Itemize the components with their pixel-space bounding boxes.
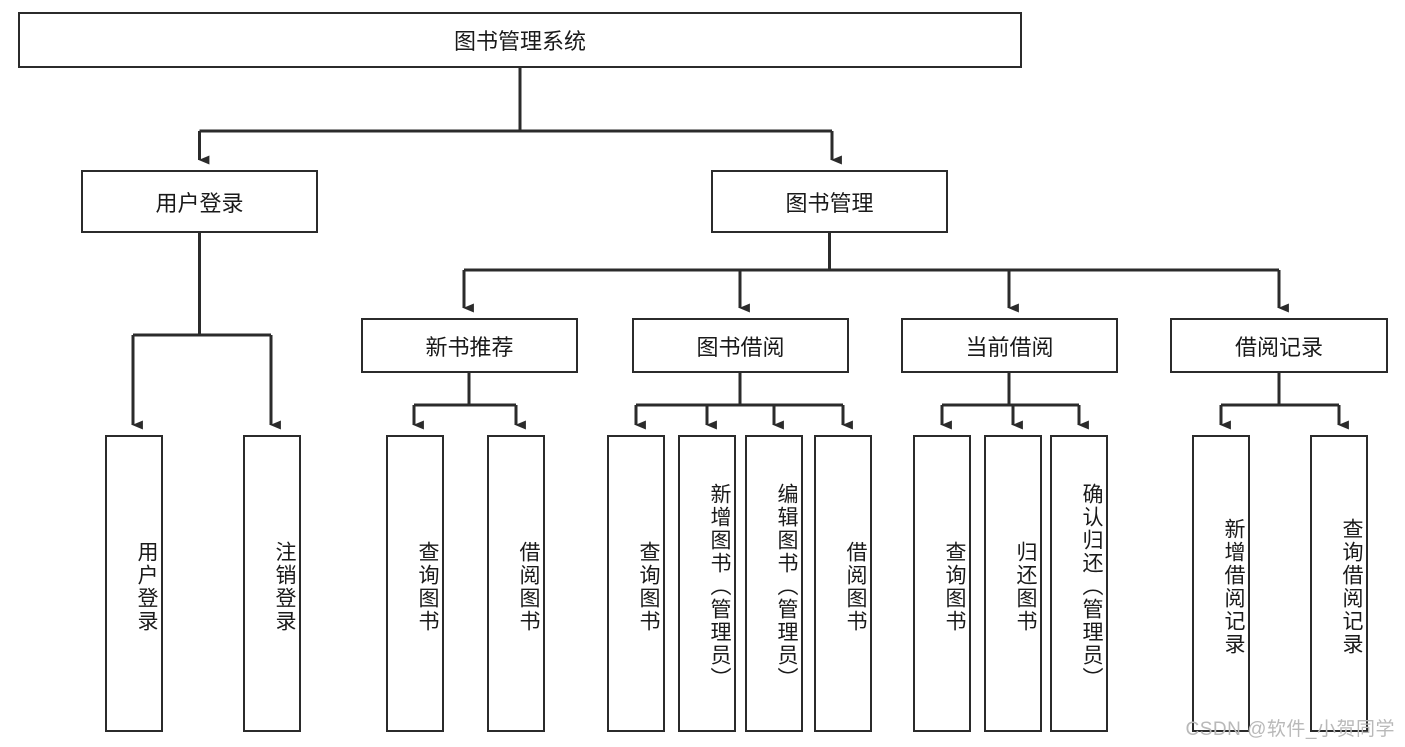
leaf-node[interactable]: 编辑图书（管理员） <box>745 435 803 732</box>
leaf-node-label: 注销登录 <box>273 540 296 633</box>
node-user-login[interactable]: 用户登录 <box>81 170 318 233</box>
leaf-node-label: 查询借阅记录 <box>1340 517 1363 656</box>
leaf-node-label: 新增图书（管理员） <box>708 483 731 690</box>
node-book-management[interactable]: 图书管理 <box>711 170 948 233</box>
node-user-login-label: 用户登录 <box>155 190 244 216</box>
node-root-label: 图书管理系统 <box>453 29 586 54</box>
leaf-node-label: 借阅图书 <box>517 540 540 633</box>
leaf-node-label: 编辑图书（管理员） <box>775 483 798 690</box>
leaf-node-label: 确认归还（管理员） <box>1080 483 1103 690</box>
leaf-node[interactable]: 新增借阅记录 <box>1192 435 1250 732</box>
leaf-node[interactable]: 查询图书 <box>386 435 444 732</box>
node-current-borrow-label: 当前借阅 <box>965 334 1054 360</box>
leaf-node[interactable]: 查询图书 <box>913 435 971 732</box>
leaf-node-label: 查询图书 <box>416 540 439 633</box>
leaf-node-label: 新增借阅记录 <box>1222 517 1245 656</box>
leaf-node[interactable]: 查询借阅记录 <box>1310 435 1368 732</box>
leaf-node-label: 查询图书 <box>637 540 660 633</box>
leaf-node[interactable]: 查询图书 <box>607 435 665 732</box>
leaf-node-label: 借阅图书 <box>844 540 867 633</box>
leaf-node[interactable]: 确认归还（管理员） <box>1050 435 1108 732</box>
node-current-borrow[interactable]: 当前借阅 <box>901 318 1118 373</box>
node-new-book-recommend[interactable]: 新书推荐 <box>361 318 578 373</box>
node-book-management-label: 图书管理 <box>785 190 874 216</box>
leaf-node[interactable]: 注销登录 <box>243 435 301 732</box>
node-book-borrow-label: 图书借阅 <box>696 334 785 360</box>
node-book-borrow[interactable]: 图书借阅 <box>632 318 849 373</box>
node-new-book-recommend-label: 新书推荐 <box>425 334 514 360</box>
node-borrow-record[interactable]: 借阅记录 <box>1170 318 1388 373</box>
leaf-node[interactable]: 借阅图书 <box>487 435 545 732</box>
node-borrow-record-label: 借阅记录 <box>1234 334 1323 360</box>
leaf-node-label: 查询图书 <box>943 540 966 633</box>
leaf-node[interactable]: 用户登录 <box>105 435 163 732</box>
leaf-node[interactable]: 归还图书 <box>984 435 1042 732</box>
node-root[interactable]: 图书管理系统 <box>18 12 1022 68</box>
leaf-node-label: 归还图书 <box>1014 540 1037 633</box>
leaf-node[interactable]: 借阅图书 <box>814 435 872 732</box>
leaf-node-label: 用户登录 <box>135 540 158 633</box>
leaf-node[interactable]: 新增图书（管理员） <box>678 435 736 732</box>
